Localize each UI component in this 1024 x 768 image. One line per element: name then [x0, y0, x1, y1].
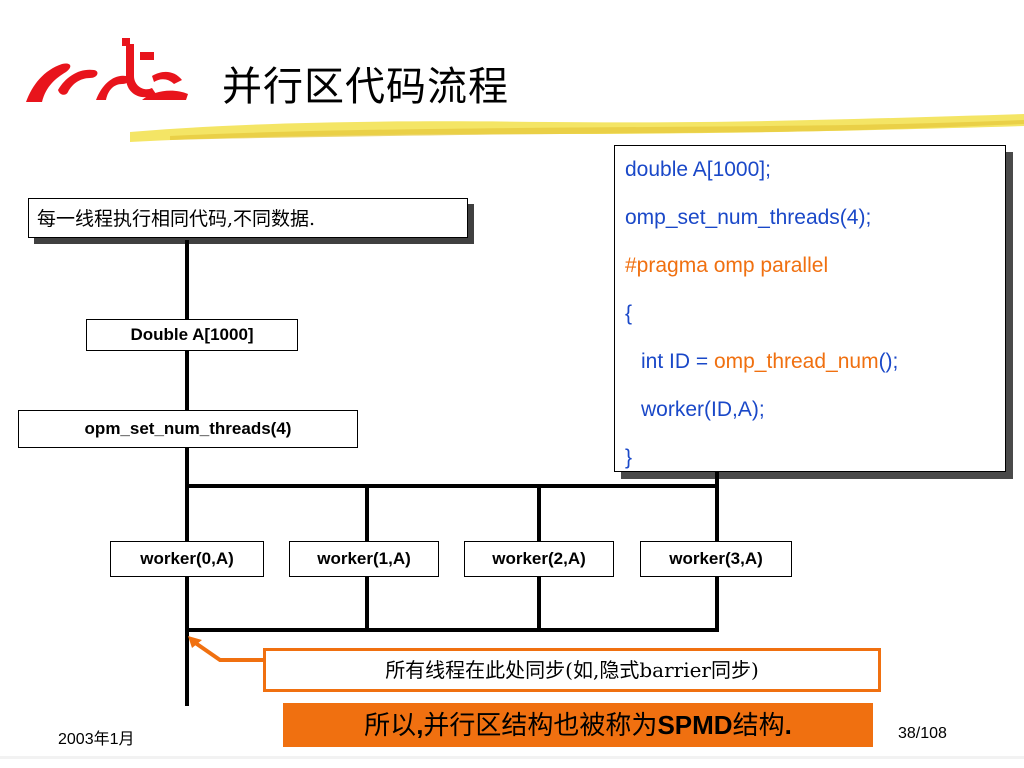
fork-line [185, 484, 719, 488]
footer-date: 2003年1月 [58, 731, 135, 748]
join-line [185, 628, 719, 632]
note-box: 每一线程执行相同代码,不同数据. [28, 198, 468, 238]
code-line-1: double A[1000]; [625, 158, 771, 181]
code-line-3: #pragma omp parallel [625, 254, 829, 277]
bottom-rule [0, 756, 1024, 759]
code-line-4: { [625, 302, 633, 325]
sync-note-box: 所有线程在此处同步(如,隐式barrier同步) [263, 648, 881, 692]
page-number: 38/108 [898, 725, 947, 742]
decl-box: Double A[1000] [86, 319, 298, 351]
spmd-comma: , [416, 710, 424, 740]
slide-title: 并行区代码流程 [222, 64, 509, 110]
main-flow-line [185, 240, 189, 706]
code-line-5-part-c: (); [878, 350, 899, 373]
worker-box-3: worker(3,A) [640, 541, 792, 577]
worker-box-2: worker(2,A) [464, 541, 614, 577]
arrow-icon [188, 636, 264, 662]
worker-box-0: worker(0,A) [110, 541, 264, 577]
spmd-dot: . [784, 710, 792, 740]
code-line-7: } [625, 446, 633, 469]
spmd-text-mid: 并行区结构也被称为 [423, 711, 658, 741]
code-line-5: int ID = omp_thread_num(); [625, 342, 1005, 390]
code-line-5-part-a: int ID = [641, 350, 714, 373]
spmd-term: SPMD [657, 710, 733, 740]
code-line-5-part-b: omp_thread_num [713, 350, 879, 373]
spmd-text-post: 结构 [732, 711, 785, 741]
title-underline-decoration [130, 114, 1024, 142]
spmd-banner: 所以,并行区结构也被称为SPMD结构. [283, 703, 873, 747]
code-line-6: worker(ID,A); [641, 398, 765, 421]
spmd-text-pre: 所以 [364, 711, 417, 741]
code-box: double A[1000]; omp_set_num_threads(4); … [614, 145, 1006, 472]
code-line-2: omp_set_num_threads(4); [625, 206, 872, 229]
worker-box-1: worker(1,A) [289, 541, 439, 577]
logo-icon [26, 38, 188, 102]
set-threads-box: opm_set_num_threads(4) [18, 410, 358, 448]
